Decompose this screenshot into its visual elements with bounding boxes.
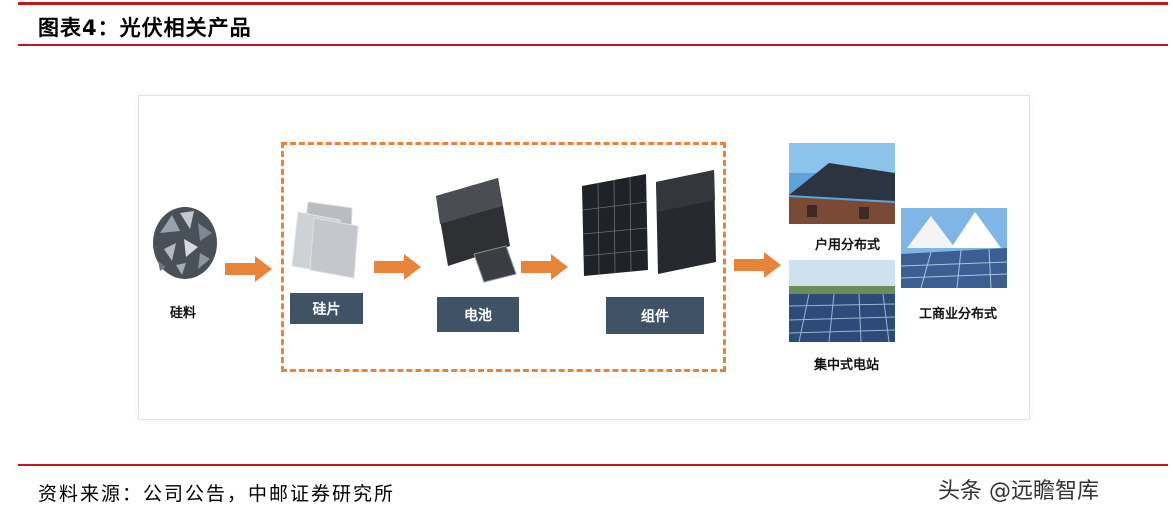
label-residential: 户用分布式 (815, 238, 881, 253)
top-rule (18, 2, 1168, 5)
arrow-1 (225, 256, 272, 282)
footer-rule (18, 464, 1168, 466)
arrow-3 (521, 254, 568, 280)
manufacturing-group-box (281, 142, 726, 372)
arrow-4 (734, 252, 781, 278)
title-rule (18, 44, 1168, 46)
watermark: 头条 @远瞻智库 (938, 479, 1099, 504)
label-commercial: 工商业分布式 (919, 307, 998, 322)
box-module: 组件 (606, 297, 704, 334)
residential-rooftop-image (789, 143, 895, 224)
label-utility: 集中式电站 (814, 358, 880, 373)
module-image (582, 170, 716, 276)
cell-image (436, 178, 517, 283)
figure-title: 图表4：光伏相关产品 (38, 16, 252, 40)
box-cell: 电池 (437, 297, 519, 332)
commercial-rooftop-image (901, 208, 1007, 288)
arrow-2 (374, 254, 421, 280)
utility-plant-image (789, 260, 895, 342)
label-silicon: 硅料 (170, 306, 197, 321)
box-wafer: 硅片 (290, 293, 363, 324)
source-note: 资料来源：公司公告，中邮证券研究所 (38, 483, 396, 505)
silicon-material-image (153, 207, 217, 279)
wafer-image (291, 201, 359, 279)
